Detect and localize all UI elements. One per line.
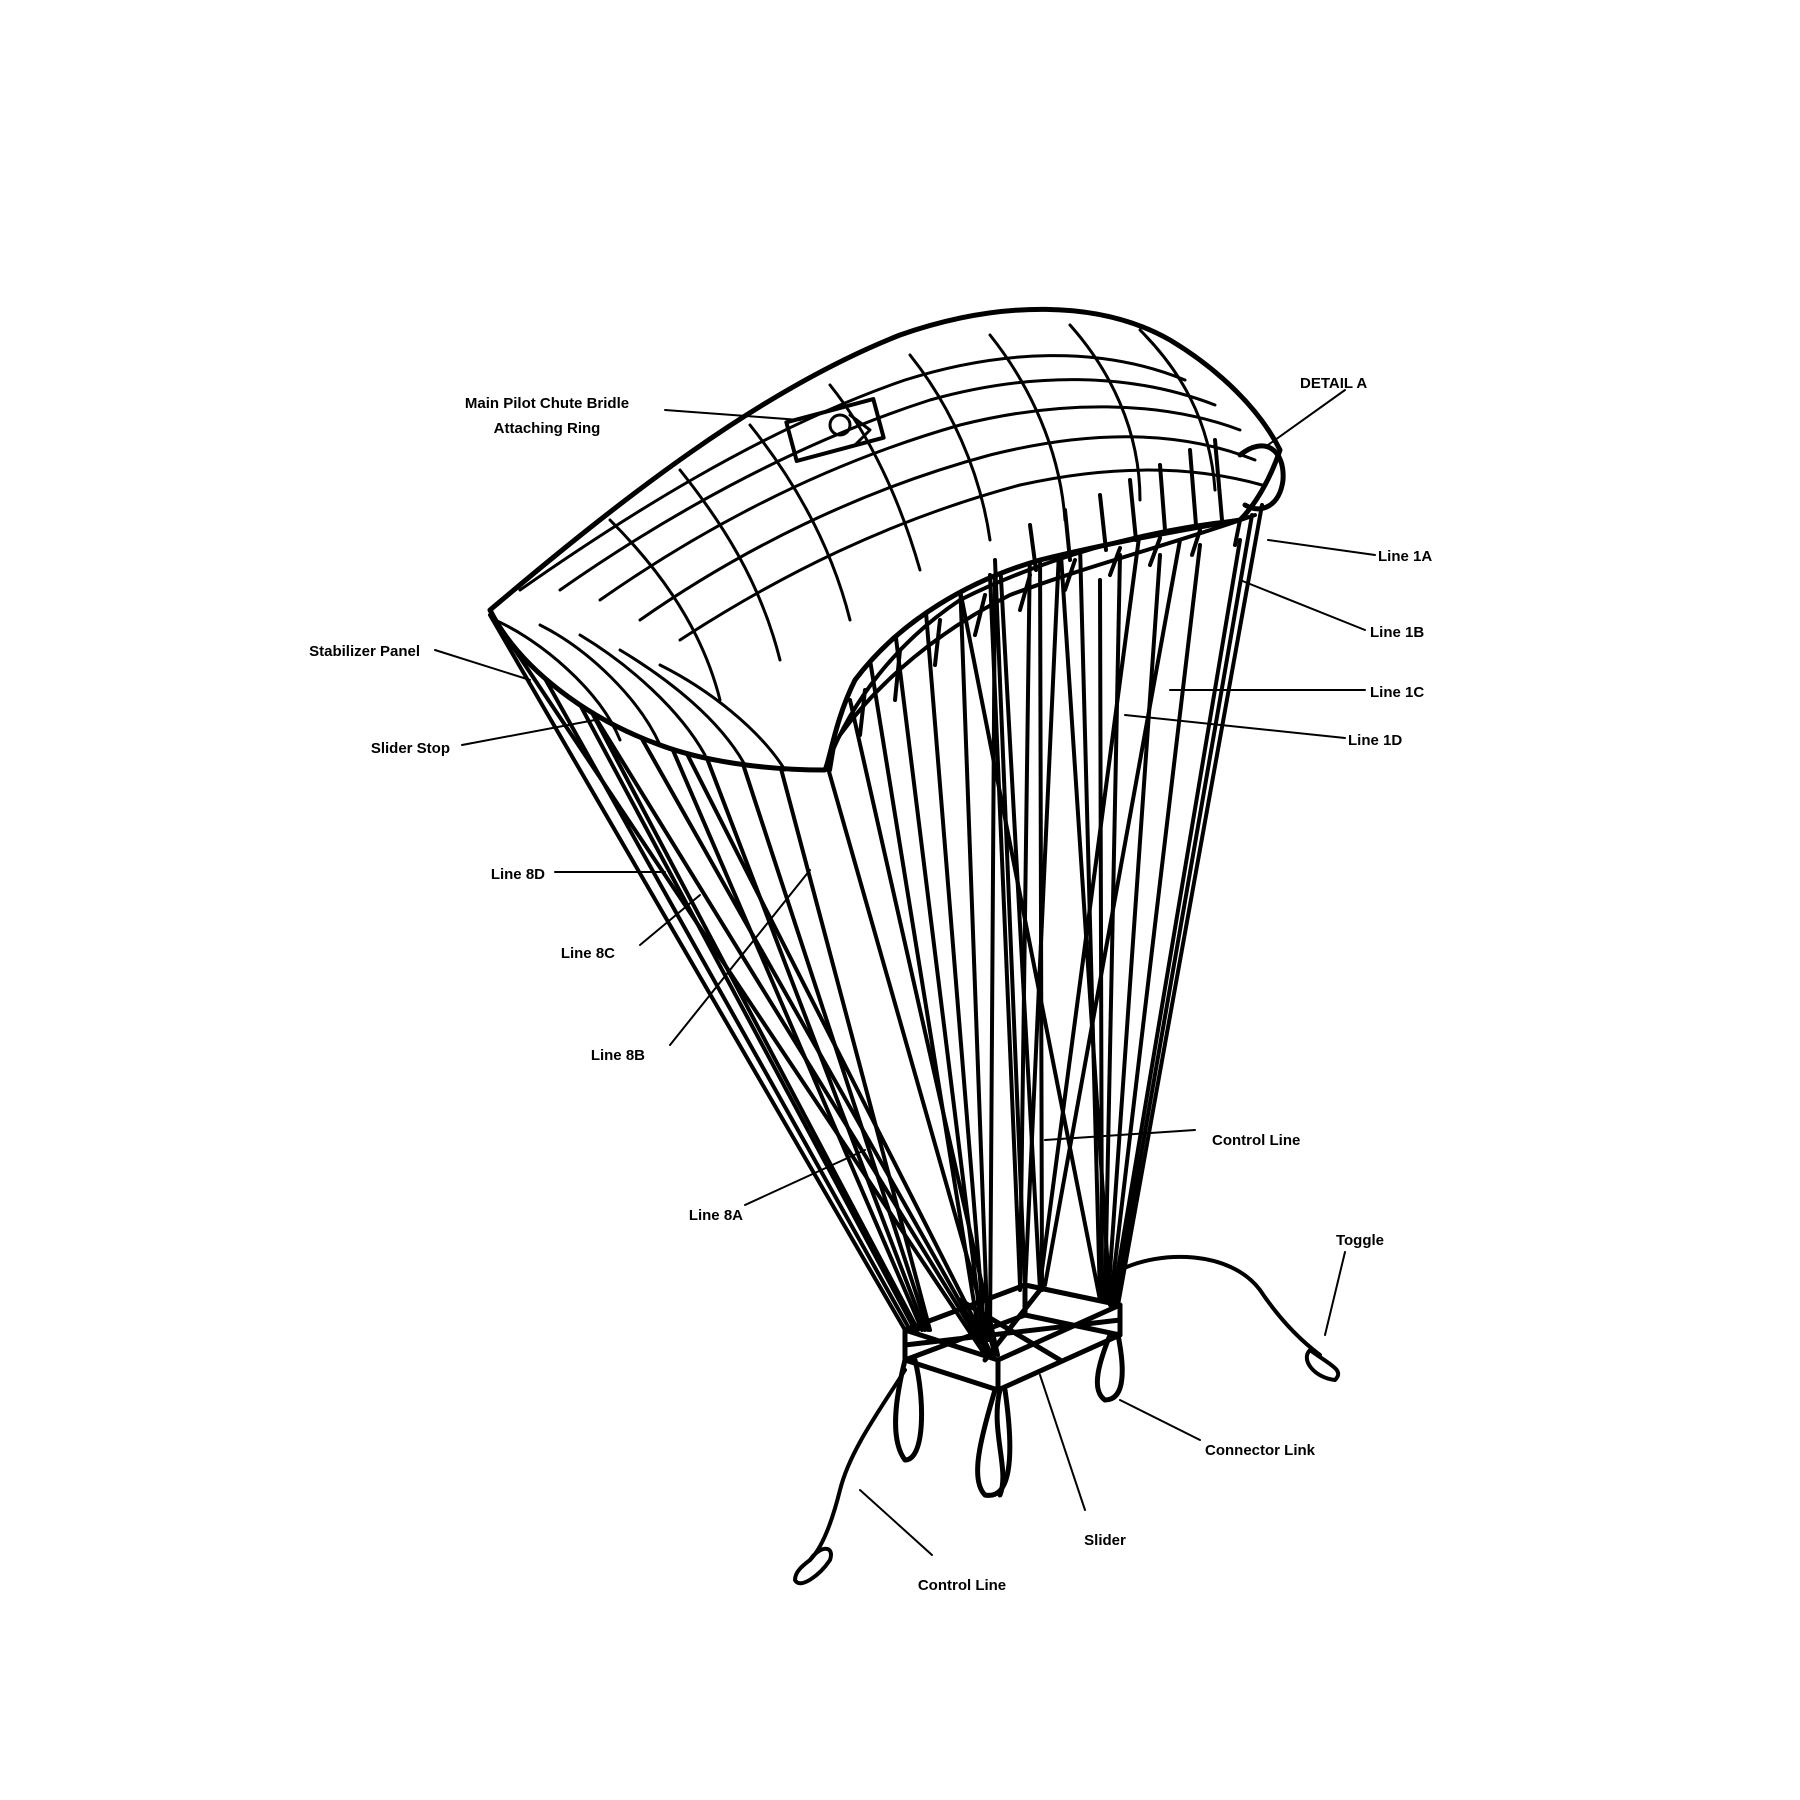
label-toggle: Toggle xyxy=(1336,1232,1384,1249)
label-main-pilot-line2: Attaching Ring xyxy=(494,420,601,437)
label-line-8a: Line 8A xyxy=(689,1207,743,1224)
label-slider-stop: Slider Stop xyxy=(371,740,450,757)
slider xyxy=(902,1282,1123,1393)
label-line-8d: Line 8D xyxy=(491,866,545,883)
label-control-line-right: Control Line xyxy=(1212,1132,1300,1149)
label-stabilizer-panel: Stabilizer Panel xyxy=(309,643,420,660)
right-toggle xyxy=(1304,1348,1341,1382)
label-line-1b: Line 1B xyxy=(1370,624,1424,641)
control-lines xyxy=(808,558,1322,1562)
label-line-1d: Line 1D xyxy=(1348,732,1402,749)
leader-lines xyxy=(434,389,1376,1556)
label-main-pilot-line1: Main Pilot Chute Bridle xyxy=(465,395,629,412)
label-line-8c: Line 8C xyxy=(561,945,615,962)
label-control-line-bottom: Control Line xyxy=(918,1577,1006,1594)
risers xyxy=(893,1332,1125,1498)
label-detail-a: DETAIL A xyxy=(1300,375,1367,392)
label-connector-link: Connector Link xyxy=(1205,1442,1316,1459)
label-line-1c: Line 1C xyxy=(1370,684,1424,701)
label-line-1a: Line 1A xyxy=(1378,548,1432,565)
left-toggle xyxy=(793,1546,833,1586)
suspension-lines xyxy=(488,503,1264,1357)
label-slider: Slider xyxy=(1084,1532,1126,1549)
label-line-8b: Line 8B xyxy=(591,1047,645,1064)
canopy xyxy=(487,306,1286,773)
labels: Main Pilot Chute Bridle Attaching Ring D… xyxy=(309,375,1432,1594)
